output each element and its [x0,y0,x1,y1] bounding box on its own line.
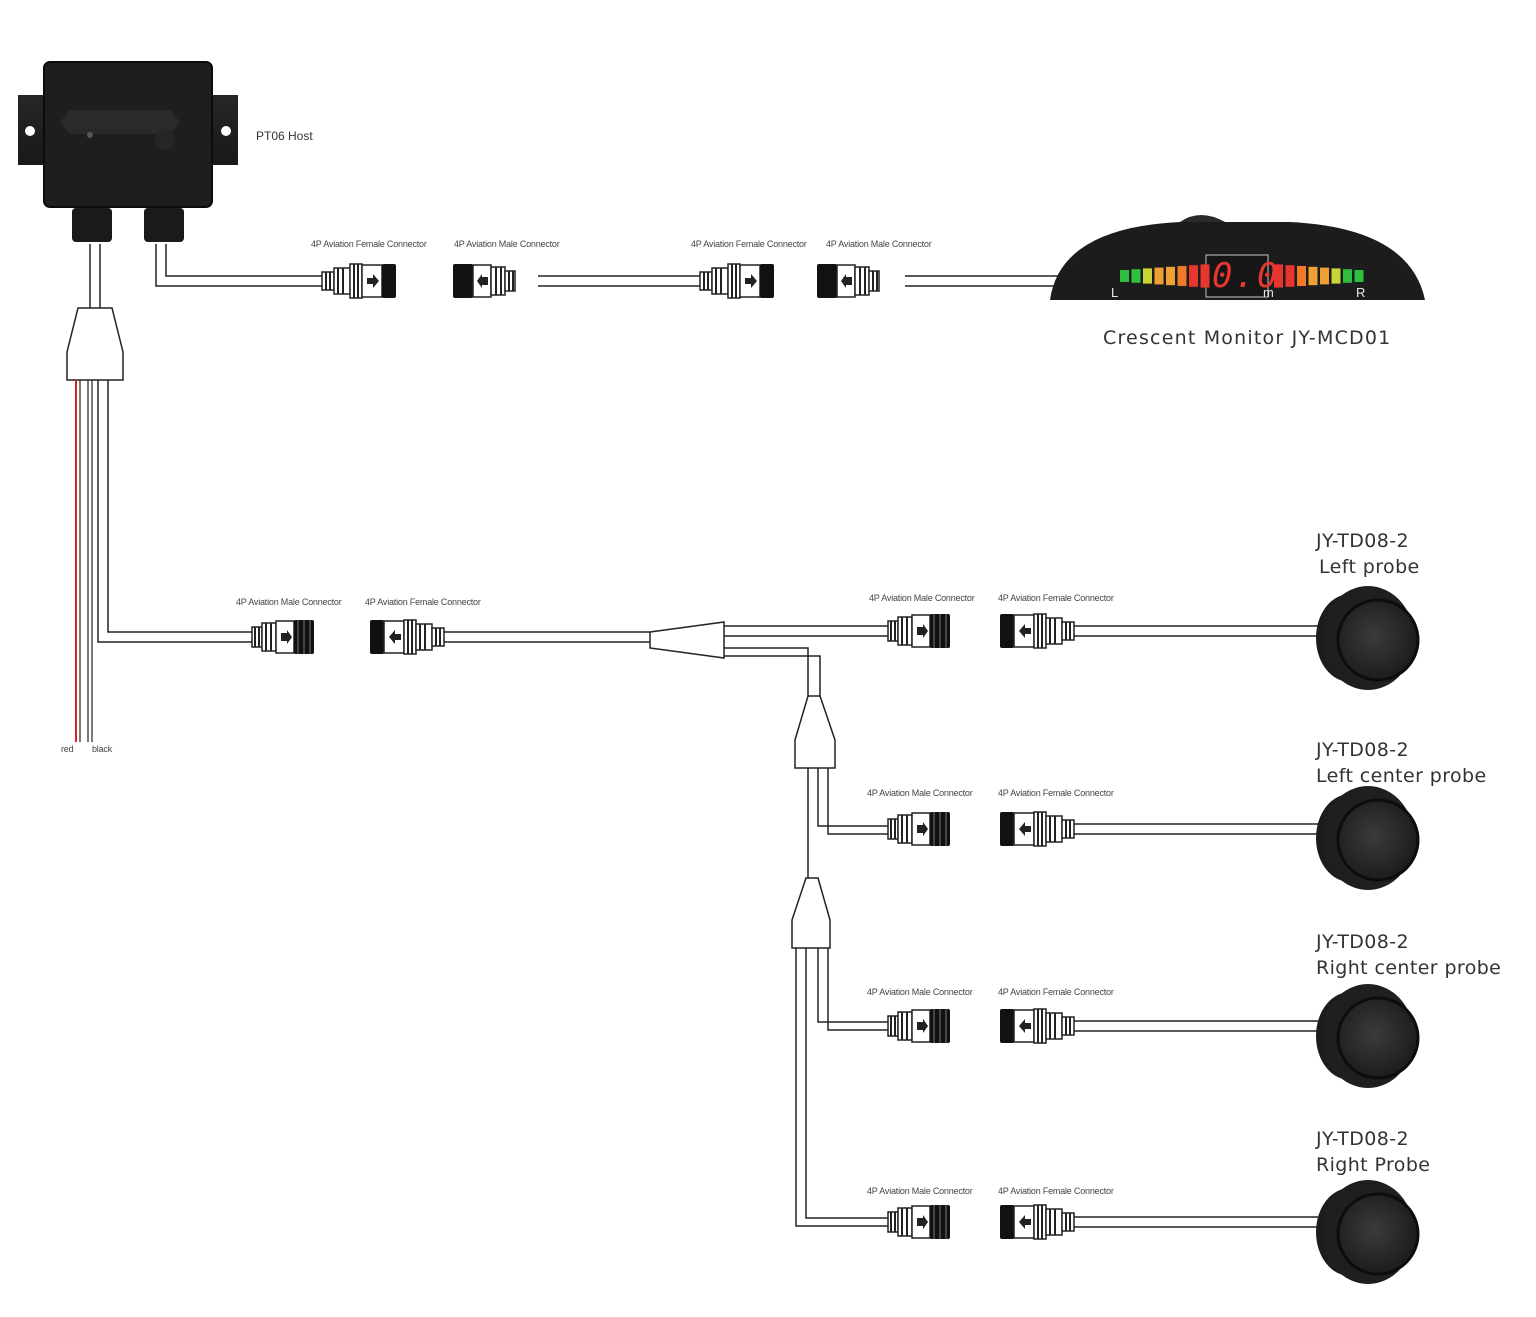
power-splitter [66,307,124,381]
row4-male-label: 4P Aviation Male Connector [867,1186,973,1196]
monitor-bar-right-1 [1274,264,1283,288]
top-female-connector-2 [699,263,775,299]
monitor-bar-right-4 [1308,266,1318,286]
probe-sensor-3 [1314,982,1420,1090]
monitor-bar-left-5 [1166,266,1175,286]
top-male-connector-1 [452,263,516,299]
monitor-bar-left-7 [1189,265,1198,287]
top-female-connector-1 [321,263,397,299]
sensor-trunk-cable [444,631,650,643]
row3-male-label: 4P Aviation Male Connector [867,987,973,997]
probe-label-2: JY-TD08-2 Left center probe [1316,737,1487,789]
probe-sensor-4 [1314,1178,1420,1286]
row1-female-label: 4P Aviation Female Connector [998,593,1114,603]
top-male-connector-2 [816,263,880,299]
black-wire-label: black [92,744,113,754]
monitor-bar-right-7 [1343,269,1352,283]
host-label: PT06 Host [256,129,313,143]
red-wire-label: red [61,744,74,754]
monitor-bar-left-3 [1143,268,1152,284]
monitor-bar-right-8 [1354,270,1364,282]
monitor-bar-right-2 [1285,265,1295,287]
probe-model-2: JY-TD08-2 [1316,739,1410,761]
top-male-label-2: 4P Aviation Male Connector [826,239,932,249]
branch-splitter-2 [791,877,831,949]
probe-name-3: Right center probe [1316,957,1502,979]
mid-female-label: 4P Aviation Female Connector [365,597,481,607]
probe-name-1: Left probe [1319,556,1420,578]
probe-sensor-1 [1314,584,1420,692]
probe-model-1: JY-TD08-2 [1316,530,1410,552]
mid-male-label: 4P Aviation Male Connector [236,597,342,607]
monitor-label: Crescent Monitor JY-MCD01 [1103,327,1392,349]
branch-cables [724,625,888,1227]
monitor-right-mark: R [1356,285,1366,300]
monitor-bar-left-6 [1177,266,1187,286]
probe-label-4: JY-TD08-2 Right Probe [1316,1126,1430,1178]
row4-female-label: 4P Aviation Female Connector [998,1186,1114,1196]
power-cable [89,244,101,308]
monitor-unit: m [1263,285,1274,300]
mid-male-connector [251,619,315,655]
monitor-bars-left [1120,264,1210,288]
monitor-bar-right-3 [1297,266,1306,286]
probe-model-3: JY-TD08-2 [1316,931,1410,953]
pt06-host-device [18,61,238,242]
monitor-left-mark: L [1111,285,1119,300]
monitor-bar-right-6 [1331,268,1341,284]
probe-model-4: JY-TD08-2 [1316,1128,1410,1150]
top-female-label-1: 4P Aviation Female Connector [311,239,427,249]
trunk-splitter [649,621,725,659]
monitor-bar-left-8 [1200,264,1210,288]
probe-sensor-2 [1314,784,1420,892]
power-wires [75,380,252,742]
row2-female-label: 4P Aviation Female Connector [998,788,1114,798]
probe-name-2: Left center probe [1316,765,1487,787]
top-female-label-2: 4P Aviation Female Connector [691,239,807,249]
top-male-label-1: 4P Aviation Male Connector [454,239,560,249]
probe-label-3: JY-TD08-2 Right center probe [1316,929,1501,981]
monitor-bars-right [1274,264,1364,288]
monitor-bar-left-2 [1131,269,1141,283]
mid-female-connector [369,619,445,655]
probe-name-4: Right Probe [1316,1154,1431,1176]
monitor-readout: 0.0 [1212,256,1280,296]
probe-row-2 [887,784,1420,892]
row3-female-label: 4P Aviation Female Connector [998,987,1114,997]
monitor-cable [155,244,1060,287]
probe-row-3 [887,982,1420,1090]
branch-splitter-1 [794,695,836,769]
row1-male-label: 4P Aviation Male Connector [869,593,975,603]
row2-male-label: 4P Aviation Male Connector [867,788,973,798]
monitor-bar-left-1 [1120,270,1129,282]
probe-row-1 [887,584,1420,692]
probe-label-1: JY-TD08-2 Left probe [1316,528,1420,580]
probe-row-4 [887,1178,1420,1286]
crescent-monitor [1050,215,1425,300]
monitor-bar-right-5 [1320,267,1329,285]
monitor-bar-left-4 [1154,267,1164,285]
